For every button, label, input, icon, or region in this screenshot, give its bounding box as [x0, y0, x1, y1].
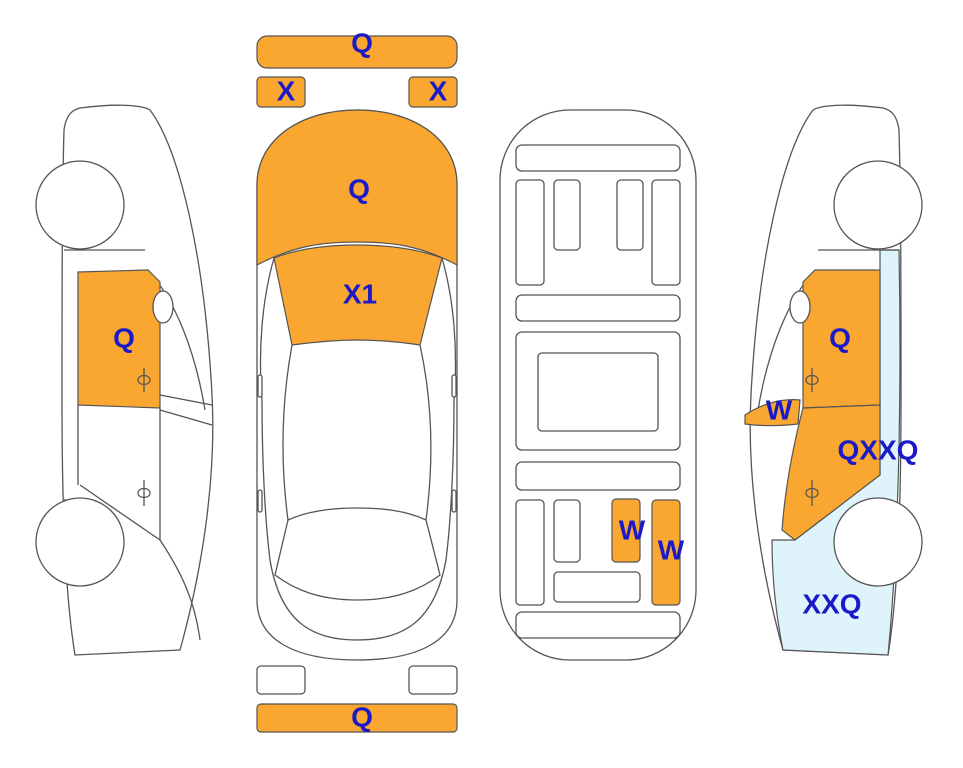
front-right-headlight	[408, 76, 458, 108]
front-bumper-label: Q	[351, 27, 373, 58]
hood-label: Q	[348, 173, 370, 204]
right-rear-quarter-label: XXQ	[802, 588, 861, 619]
right-rear-wheel	[833, 497, 923, 587]
floor-panel-a	[611, 498, 641, 563]
right-side-view: Q W QXXQ XXQ	[744, 104, 923, 656]
right-mirror-label: W	[766, 394, 793, 425]
left-front-door-label: Q	[113, 322, 135, 353]
rear-left-taillight	[256, 665, 306, 695]
rear-bumper	[256, 703, 458, 733]
right-rear-door-handle	[805, 480, 819, 506]
left-side-view: Q	[35, 104, 214, 656]
right-mirror	[744, 399, 801, 427]
floor-panel-a-label: W	[619, 514, 646, 545]
windshield-label: X1	[343, 278, 377, 309]
floor-panel-b-label: W	[658, 534, 685, 565]
floor-panel-b	[651, 499, 681, 606]
underbody-view: W W	[499, 109, 697, 661]
front-bumper	[256, 35, 458, 69]
windshield	[273, 244, 443, 346]
left-front-door-panel	[77, 269, 161, 409]
front-left-headlight	[256, 76, 306, 108]
front-left-headlight-label: X	[277, 75, 296, 106]
right-rear-door-panel	[781, 404, 881, 541]
front-right-headlight-label: X	[429, 75, 448, 106]
right-front-door-handle	[805, 368, 819, 392]
rear-right-taillight	[408, 665, 458, 695]
top-view: Q X X Q X1 Q	[256, 27, 458, 733]
left-front-door-handle	[137, 368, 151, 392]
right-rear-door-label: QXXQ	[838, 434, 919, 465]
rear-bumper-label: Q	[351, 701, 373, 732]
left-rear-door-handle	[137, 480, 151, 506]
right-front-wheel	[833, 160, 923, 250]
left-rear-wheel	[35, 497, 125, 587]
right-front-door-label: Q	[829, 322, 851, 353]
hood	[256, 109, 458, 267]
left-front-wheel	[35, 160, 125, 250]
